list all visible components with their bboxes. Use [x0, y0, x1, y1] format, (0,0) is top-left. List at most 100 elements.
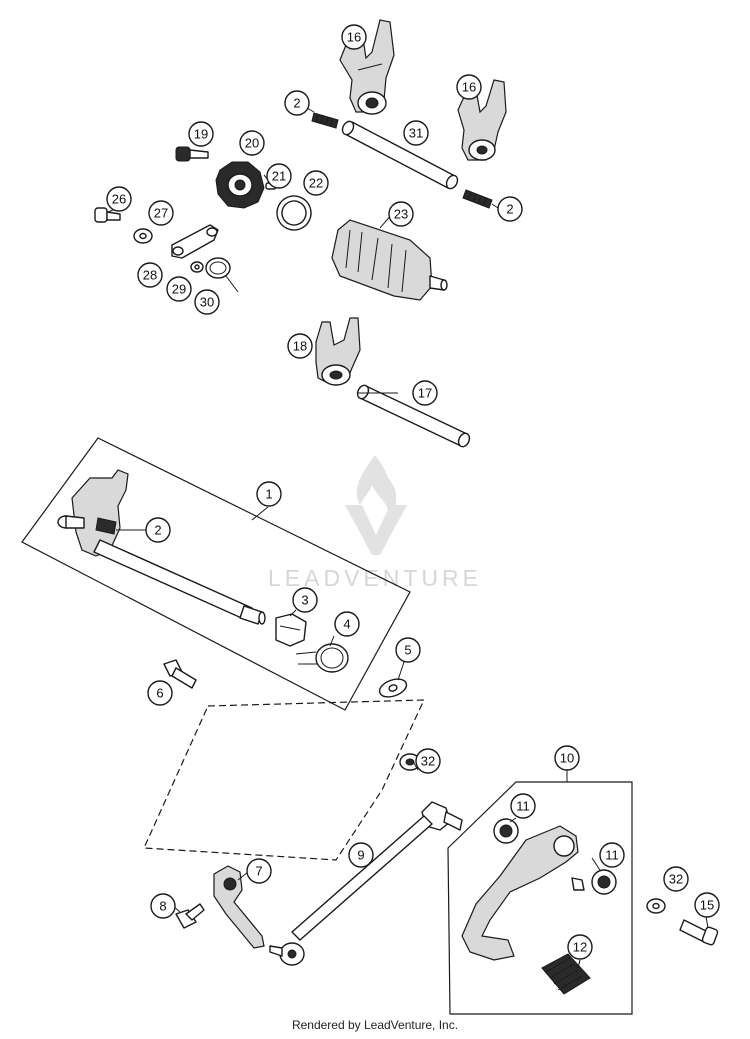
shift-lever-assembly-frame [447, 781, 633, 1015]
bearing-11-upper [493, 818, 519, 844]
callout-1: 1 [256, 481, 282, 507]
svg-text:11: 11 [605, 848, 619, 863]
pin-6 [163, 659, 197, 689]
callout-32-upper: 32 [415, 748, 441, 774]
svg-text:8: 8 [159, 899, 166, 914]
svg-text:2: 2 [506, 202, 513, 217]
callout-12: 12 [567, 934, 593, 960]
svg-text:2: 2 [154, 523, 161, 538]
callout-5: 5 [395, 637, 421, 663]
callout-29: 29 [166, 276, 192, 302]
watermark-brand: LEADVENTURE [268, 565, 482, 591]
bolt-15 [679, 919, 719, 946]
svg-text:32: 32 [669, 872, 683, 887]
bearing-11-lower [591, 869, 617, 895]
svg-text:10: 10 [560, 751, 574, 766]
shift-shaft-1 [57, 469, 266, 625]
svg-text:23: 23 [394, 207, 408, 222]
callout-16-right: 16 [456, 74, 482, 100]
svg-text:18: 18 [293, 339, 307, 354]
ring-22 [276, 195, 312, 231]
shift-fork-16-right [457, 79, 507, 161]
callout-7: 7 [246, 858, 272, 884]
bolt-8 [175, 903, 205, 929]
callout-15: 15 [694, 892, 720, 918]
callout-28: 28 [137, 262, 163, 288]
bolt-26 [94, 207, 121, 223]
svg-text:22: 22 [309, 176, 323, 191]
svg-text:6: 6 [156, 686, 163, 701]
callout-4: 4 [334, 611, 360, 637]
callout-18: 18 [287, 333, 313, 359]
svg-text:26: 26 [112, 192, 126, 207]
washer-5 [378, 678, 408, 698]
svg-text:9: 9 [357, 848, 364, 863]
return-spring-4 [295, 643, 349, 673]
callout-16-top: 16 [341, 24, 367, 50]
callout-20: 20 [239, 130, 265, 156]
shift-drum-23 [331, 219, 448, 301]
return-spring-2-shaft [95, 517, 117, 535]
callout-30: 30 [194, 289, 220, 315]
svg-text:31: 31 [409, 126, 423, 141]
callout-11-upper: 11 [510, 793, 536, 819]
svg-text:21: 21 [272, 169, 286, 184]
callout-2-shaft: 2 [145, 517, 171, 543]
callout-26: 26 [106, 186, 132, 212]
callout-19: 19 [188, 121, 214, 147]
svg-text:29: 29 [172, 282, 186, 297]
locking-lever-28 [171, 224, 219, 259]
svg-text:2: 2 [293, 96, 300, 111]
svg-text:3: 3 [301, 593, 308, 608]
v-logo-icon [345, 505, 407, 555]
svg-text:7: 7 [255, 864, 262, 879]
svg-text:16: 16 [462, 80, 476, 95]
svg-text:28: 28 [143, 268, 157, 283]
callout-21: 21 [266, 163, 292, 189]
callout-2-top-right: 2 [497, 196, 523, 222]
callout-10: 10 [554, 745, 580, 771]
svg-text:16: 16 [347, 30, 361, 45]
flame-logo-icon [356, 455, 397, 520]
svg-text:1: 1 [265, 487, 272, 502]
callout-22: 22 [303, 170, 329, 196]
torsion-spring-30 [205, 257, 239, 293]
svg-text:19: 19 [194, 127, 208, 142]
callout-3: 3 [292, 587, 318, 613]
callout-2-top-left: 2 [284, 90, 310, 116]
shift-rubber-12 [541, 953, 591, 995]
svg-text:20: 20 [245, 136, 259, 151]
callout-9: 9 [348, 842, 374, 868]
callout-11-lower: 11 [599, 842, 625, 868]
clip-3 [275, 613, 307, 647]
shift-rod-9 [269, 801, 463, 966]
callout-31: 31 [403, 120, 429, 146]
callout-23: 23 [388, 201, 414, 227]
bolt-19 [175, 146, 209, 162]
callout-27: 27 [148, 200, 174, 226]
callout-32-lower: 32 [663, 866, 689, 892]
svg-text:17: 17 [418, 386, 432, 401]
washer-32-lower [646, 898, 666, 914]
svg-text:27: 27 [154, 206, 168, 221]
svg-text:11: 11 [516, 799, 530, 814]
fork-shaft-17 [356, 384, 471, 448]
callout-17: 17 [412, 380, 438, 406]
shift-lever-7 [213, 865, 265, 949]
svg-text:30: 30 [200, 295, 214, 310]
detent-spring-2-right [462, 189, 493, 209]
linkage-dashed-frame [143, 699, 425, 861]
shift-shaft-assembly-frame [21, 437, 411, 711]
svg-text:12: 12 [573, 940, 587, 955]
washer-27 [133, 228, 153, 244]
shift-lever-10 [461, 825, 585, 961]
shift-drum-locator-20 [215, 161, 265, 209]
svg-text:32: 32 [421, 754, 435, 769]
shift-fork-18 [315, 317, 361, 386]
callout-8: 8 [150, 893, 176, 919]
detent-spring-2-left [311, 112, 339, 129]
callout-6: 6 [147, 680, 173, 706]
washer-29 [190, 261, 204, 273]
fork-shaft-31 [341, 120, 459, 190]
